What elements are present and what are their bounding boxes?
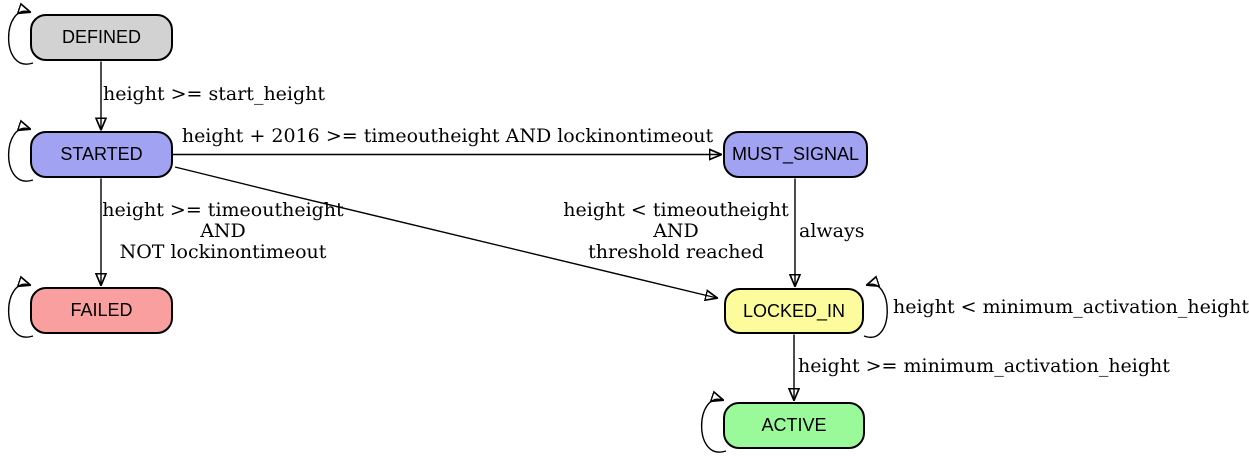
edge-label-line: threshold reached (588, 241, 764, 263)
edge-label-line: AND (653, 220, 699, 242)
edge-label-line: AND (200, 220, 246, 242)
state-failed: FAILED (30, 287, 173, 334)
self-loop-active (700, 399, 727, 453)
self-loop-locked-in (863, 284, 888, 339)
state-must-signal-label: MUST_SIGNAL (731, 144, 860, 164)
edge-label-locked-in-self-loop: height < minimum_activation_height (893, 296, 1249, 318)
self-loop-started (7, 128, 34, 182)
state-defined: DEFINED (30, 14, 173, 61)
edge-label-line: height < timeoutheight (563, 199, 789, 221)
edge-label-started-to-locked-in: height < timeoutheight AND threshold rea… (556, 200, 796, 263)
edge-label-started-to-must-signal: height + 2016 >= timeoutheight AND locki… (181, 125, 714, 147)
self-loop-defined (7, 11, 34, 65)
edge-started-to-locked-in (174, 166, 717, 298)
state-defined-label: DEFINED (61, 27, 141, 47)
edge-label-line: height >= timeoutheight (102, 199, 344, 221)
self-loop-failed (7, 284, 34, 338)
state-locked-in: LOCKED_IN (724, 288, 864, 334)
edge-label-locked-in-to-active: height >= minimum_activation_height (798, 355, 1170, 377)
state-must-signal: MUST_SIGNAL (723, 131, 868, 178)
state-active-label: ACTIVE (761, 415, 827, 435)
state-failed-label: FAILED (70, 300, 133, 320)
edge-label-must-signal-to-locked-in: always (799, 220, 865, 242)
state-started-label: STARTED (60, 144, 143, 164)
edge-label-defined-to-started: height >= start_height (103, 83, 326, 105)
state-active: ACTIVE (723, 402, 865, 449)
edge-label-line: NOT lockinontimeout (119, 241, 327, 263)
state-started: STARTED (30, 131, 173, 178)
edge-label-started-to-failed: height >= timeoutheight AND NOT lockinon… (100, 200, 346, 263)
state-locked-in-label: LOCKED_IN (742, 300, 846, 321)
